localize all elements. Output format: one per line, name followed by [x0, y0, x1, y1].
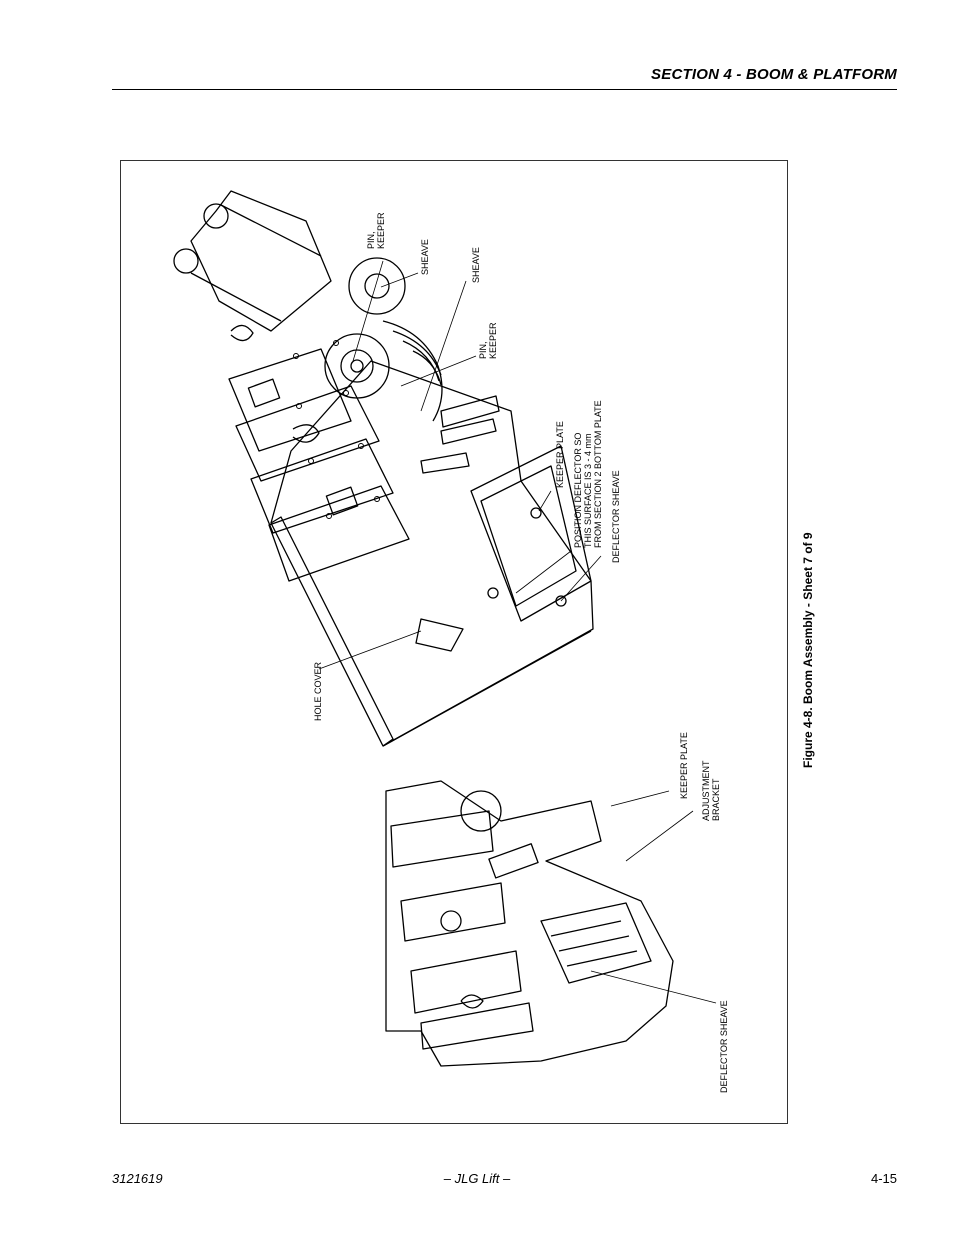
brand-footer: – JLG Lift – [443, 1171, 511, 1186]
callout-hole-cover: HOLE COVER [313, 661, 323, 721]
callout-pin-keeper-mid: PIN, KEEPER [478, 322, 498, 359]
doc-number: 3121619 [112, 1171, 163, 1186]
figure-frame: PIN, KEEPER SHEAVE SHEAVE PIN, KEEPER KE… [120, 160, 788, 1124]
page-number: 4-15 [870, 1171, 897, 1186]
callout-sheave-1: SHEAVE [420, 239, 430, 275]
callout-deflector-sheave-upper: DEFLECTOR SHEAVE [611, 470, 621, 563]
callout-position-note: POSITION DEFLECTOR SO THIS SURFACE IS 3 … [573, 400, 603, 548]
lower-detail-view [385, 780, 674, 1067]
callout-adjustment-bracket: ADJUSTMENT BRACKET [701, 758, 721, 821]
callout-keeper-plate-upper: KEEPER PLATE [555, 421, 565, 488]
upper-boom-view [173, 190, 594, 747]
header-rule [112, 89, 897, 90]
callout-keeper-plate-lower: KEEPER PLATE [679, 732, 689, 799]
boom-assembly-drawing: PIN, KEEPER SHEAVE SHEAVE PIN, KEEPER KE… [173, 190, 729, 1093]
section-title: SECTION 4 - BOOM & PLATFORM [651, 66, 897, 83]
callout-deflector-sheave-lower: DEFLECTOR SHEAVE [719, 1000, 729, 1093]
callout-pin-keeper-top: PIN, KEEPER [366, 212, 386, 249]
figure-caption: Figure 4-8. Boom Assembly - Sheet 7 of 9 [801, 532, 815, 768]
callout-sheave-2: SHEAVE [471, 247, 481, 283]
